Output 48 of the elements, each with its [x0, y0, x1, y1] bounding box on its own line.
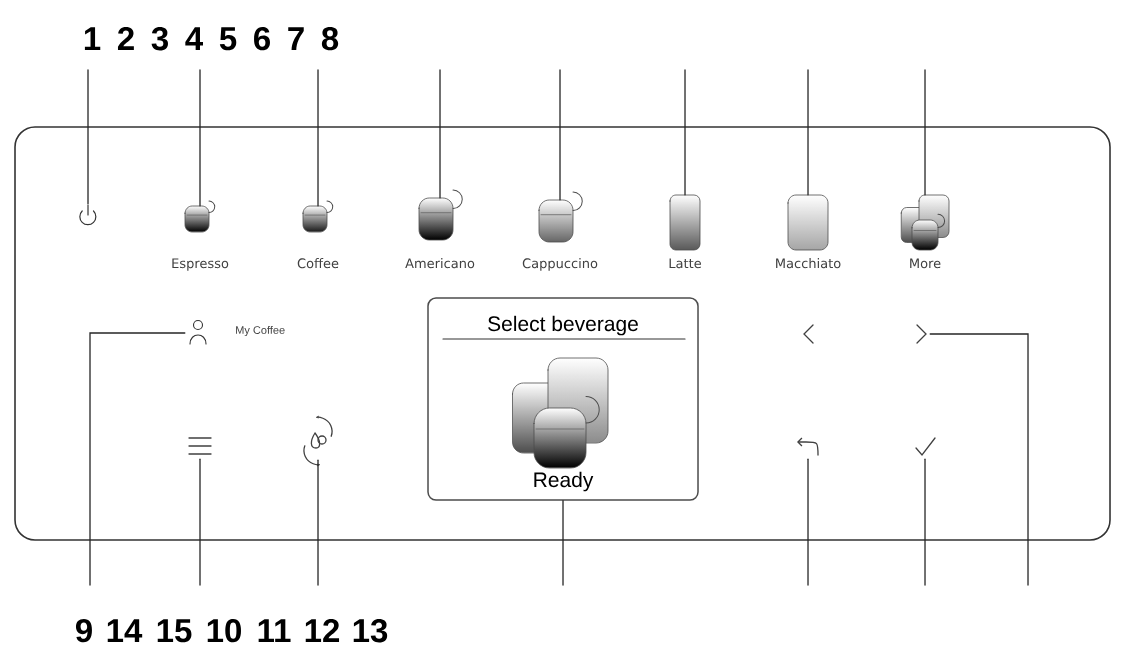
callout-number: 4 [185, 27, 203, 50]
leader-line [562, 500, 564, 586]
power-icon [79, 204, 97, 226]
leader-line [924, 458, 926, 586]
callout-number: 6 [254, 26, 270, 51]
leader-line [317, 459, 319, 586]
leader-line [807, 458, 809, 586]
callout-number: 1 [84, 27, 101, 50]
leader-line [199, 458, 201, 586]
callout-number: 5 [219, 27, 237, 51]
leader-line [89, 332, 186, 586]
callout-number: 11 [258, 619, 291, 642]
button-label: Espresso [172, 258, 229, 271]
callout-number: 14 [107, 619, 143, 642]
callout-number: 9 [75, 618, 92, 643]
menu-icon [188, 437, 212, 455]
callout-number: 10 [207, 618, 241, 643]
leader-line [929, 333, 1029, 586]
callout-number: 8 [321, 26, 339, 51]
leader-line [439, 69, 441, 199]
button-label: Macchiato [776, 258, 841, 269]
callout-number: 2 [117, 26, 134, 50]
leader-line [559, 69, 561, 201]
leader-line [199, 69, 201, 207]
descale-icon [303, 416, 333, 466]
chevron-left-icon [803, 324, 814, 344]
button-label: My Coffee [236, 325, 285, 337]
display-status: Ready [534, 471, 594, 492]
callout-number: 12 [305, 618, 340, 642]
callout-number: 13 [353, 618, 388, 643]
leader-line [684, 69, 686, 196]
leader-line [807, 69, 809, 196]
button-label: Americano [405, 258, 475, 269]
callout-number: 3 [151, 26, 168, 51]
check-icon [915, 437, 936, 457]
leader-line [317, 69, 319, 207]
callout-number: 7 [288, 27, 304, 50]
button-label: Cappuccino [522, 258, 598, 271]
display-title: Select beverage [488, 315, 638, 336]
control-panel [14, 126, 1111, 541]
button-label: More [910, 258, 941, 269]
button-label: Latte [669, 258, 701, 269]
leader-line [924, 69, 926, 196]
callout-number: 15 [157, 619, 192, 643]
chevron-right-icon [916, 324, 927, 344]
leader-line [87, 69, 89, 205]
back-icon [797, 437, 819, 456]
button-label: Coffee [297, 258, 339, 269]
